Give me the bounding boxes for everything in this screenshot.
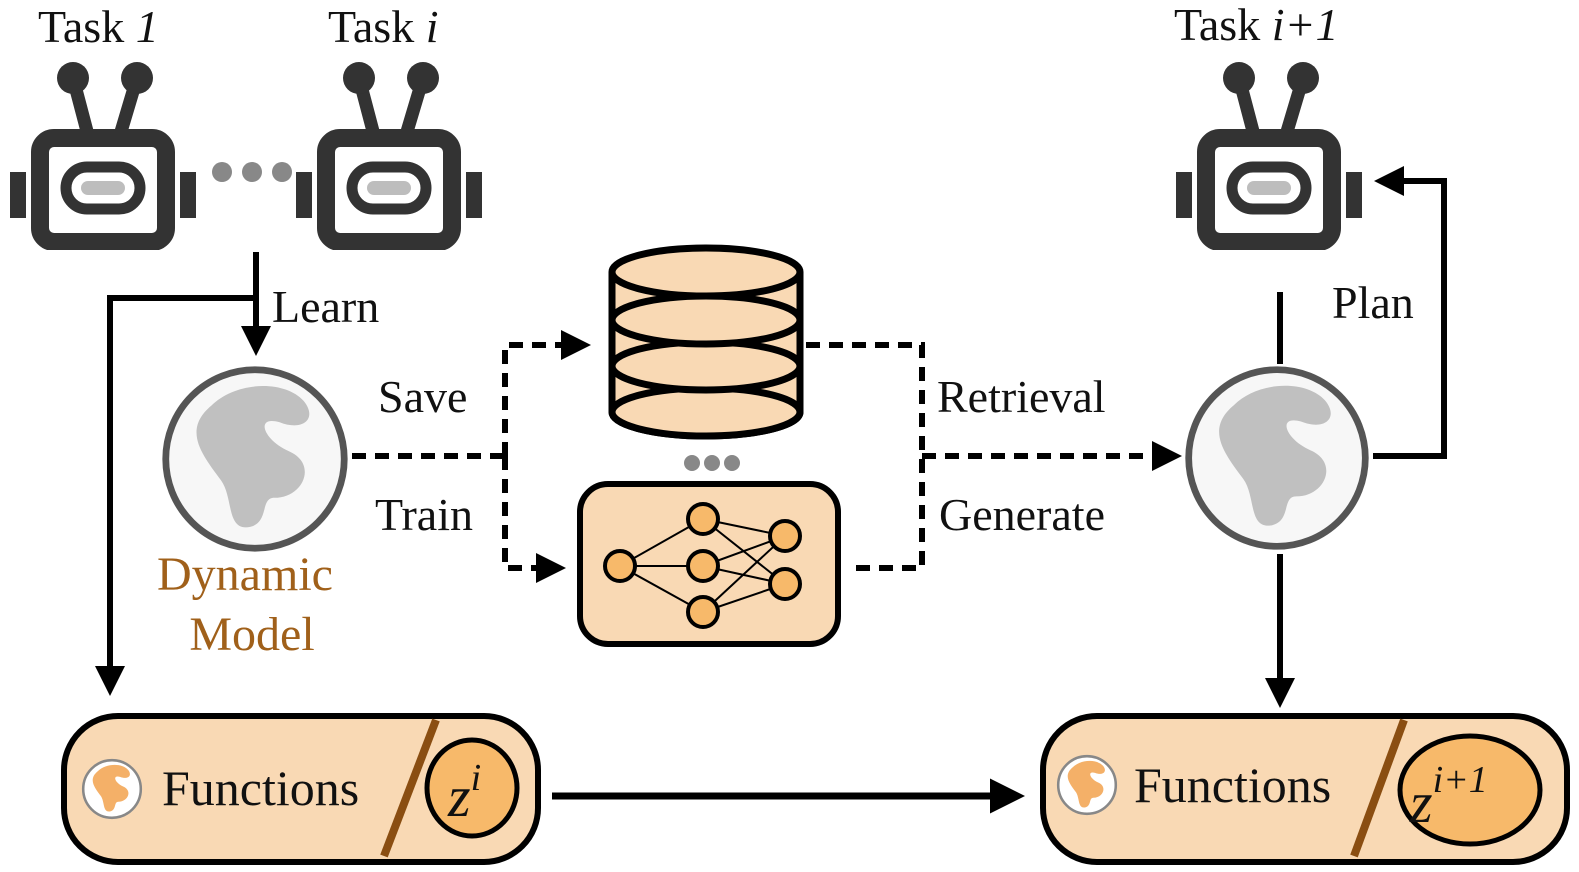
retrieval-label: Retrieval <box>937 371 1106 422</box>
plan-arrow <box>1373 166 1447 459</box>
dynamic-model-label-line1: Dynamic <box>157 548 333 601</box>
plan-label: Plan <box>1332 277 1414 328</box>
slash-divider <box>1350 718 1408 858</box>
latent-z-symbol: zi+1 <box>1409 759 1488 835</box>
globe-icon <box>166 370 344 548</box>
neural-network-icon <box>577 481 841 647</box>
functions-box-left: Functions zi <box>61 713 541 865</box>
mini-globe-icon <box>1056 754 1118 816</box>
retrieval-generate-connectors <box>806 342 1182 571</box>
functions-box-right: Functions zi+1 <box>1040 713 1570 865</box>
save-train-connectors <box>352 330 591 583</box>
ellipsis-dots <box>212 162 292 182</box>
generate-label: Generate <box>939 489 1105 540</box>
ellipsis-dots <box>684 455 740 471</box>
functions-label: Functions <box>1134 757 1331 813</box>
task-i-label: Task i <box>328 1 439 52</box>
save-label: Save <box>378 371 467 422</box>
database-icon <box>608 244 804 440</box>
latent-z-symbol: zi <box>447 757 481 829</box>
train-label: Train <box>375 489 473 540</box>
robot-icon <box>1176 62 1362 242</box>
globe-icon <box>1189 370 1366 547</box>
learn-label: Learn <box>272 281 379 332</box>
task-1-label: Task 1 <box>38 1 159 52</box>
robot-icon <box>296 62 482 242</box>
robot-icon <box>10 62 196 242</box>
task-next-label: Task i+1 <box>1174 0 1339 50</box>
slash-divider <box>380 718 440 858</box>
model-to-functions-arrow <box>95 295 256 696</box>
functions-label: Functions <box>162 760 359 816</box>
mini-globe-icon <box>81 758 143 820</box>
dynamic-model-label-line2: Model <box>189 608 314 661</box>
